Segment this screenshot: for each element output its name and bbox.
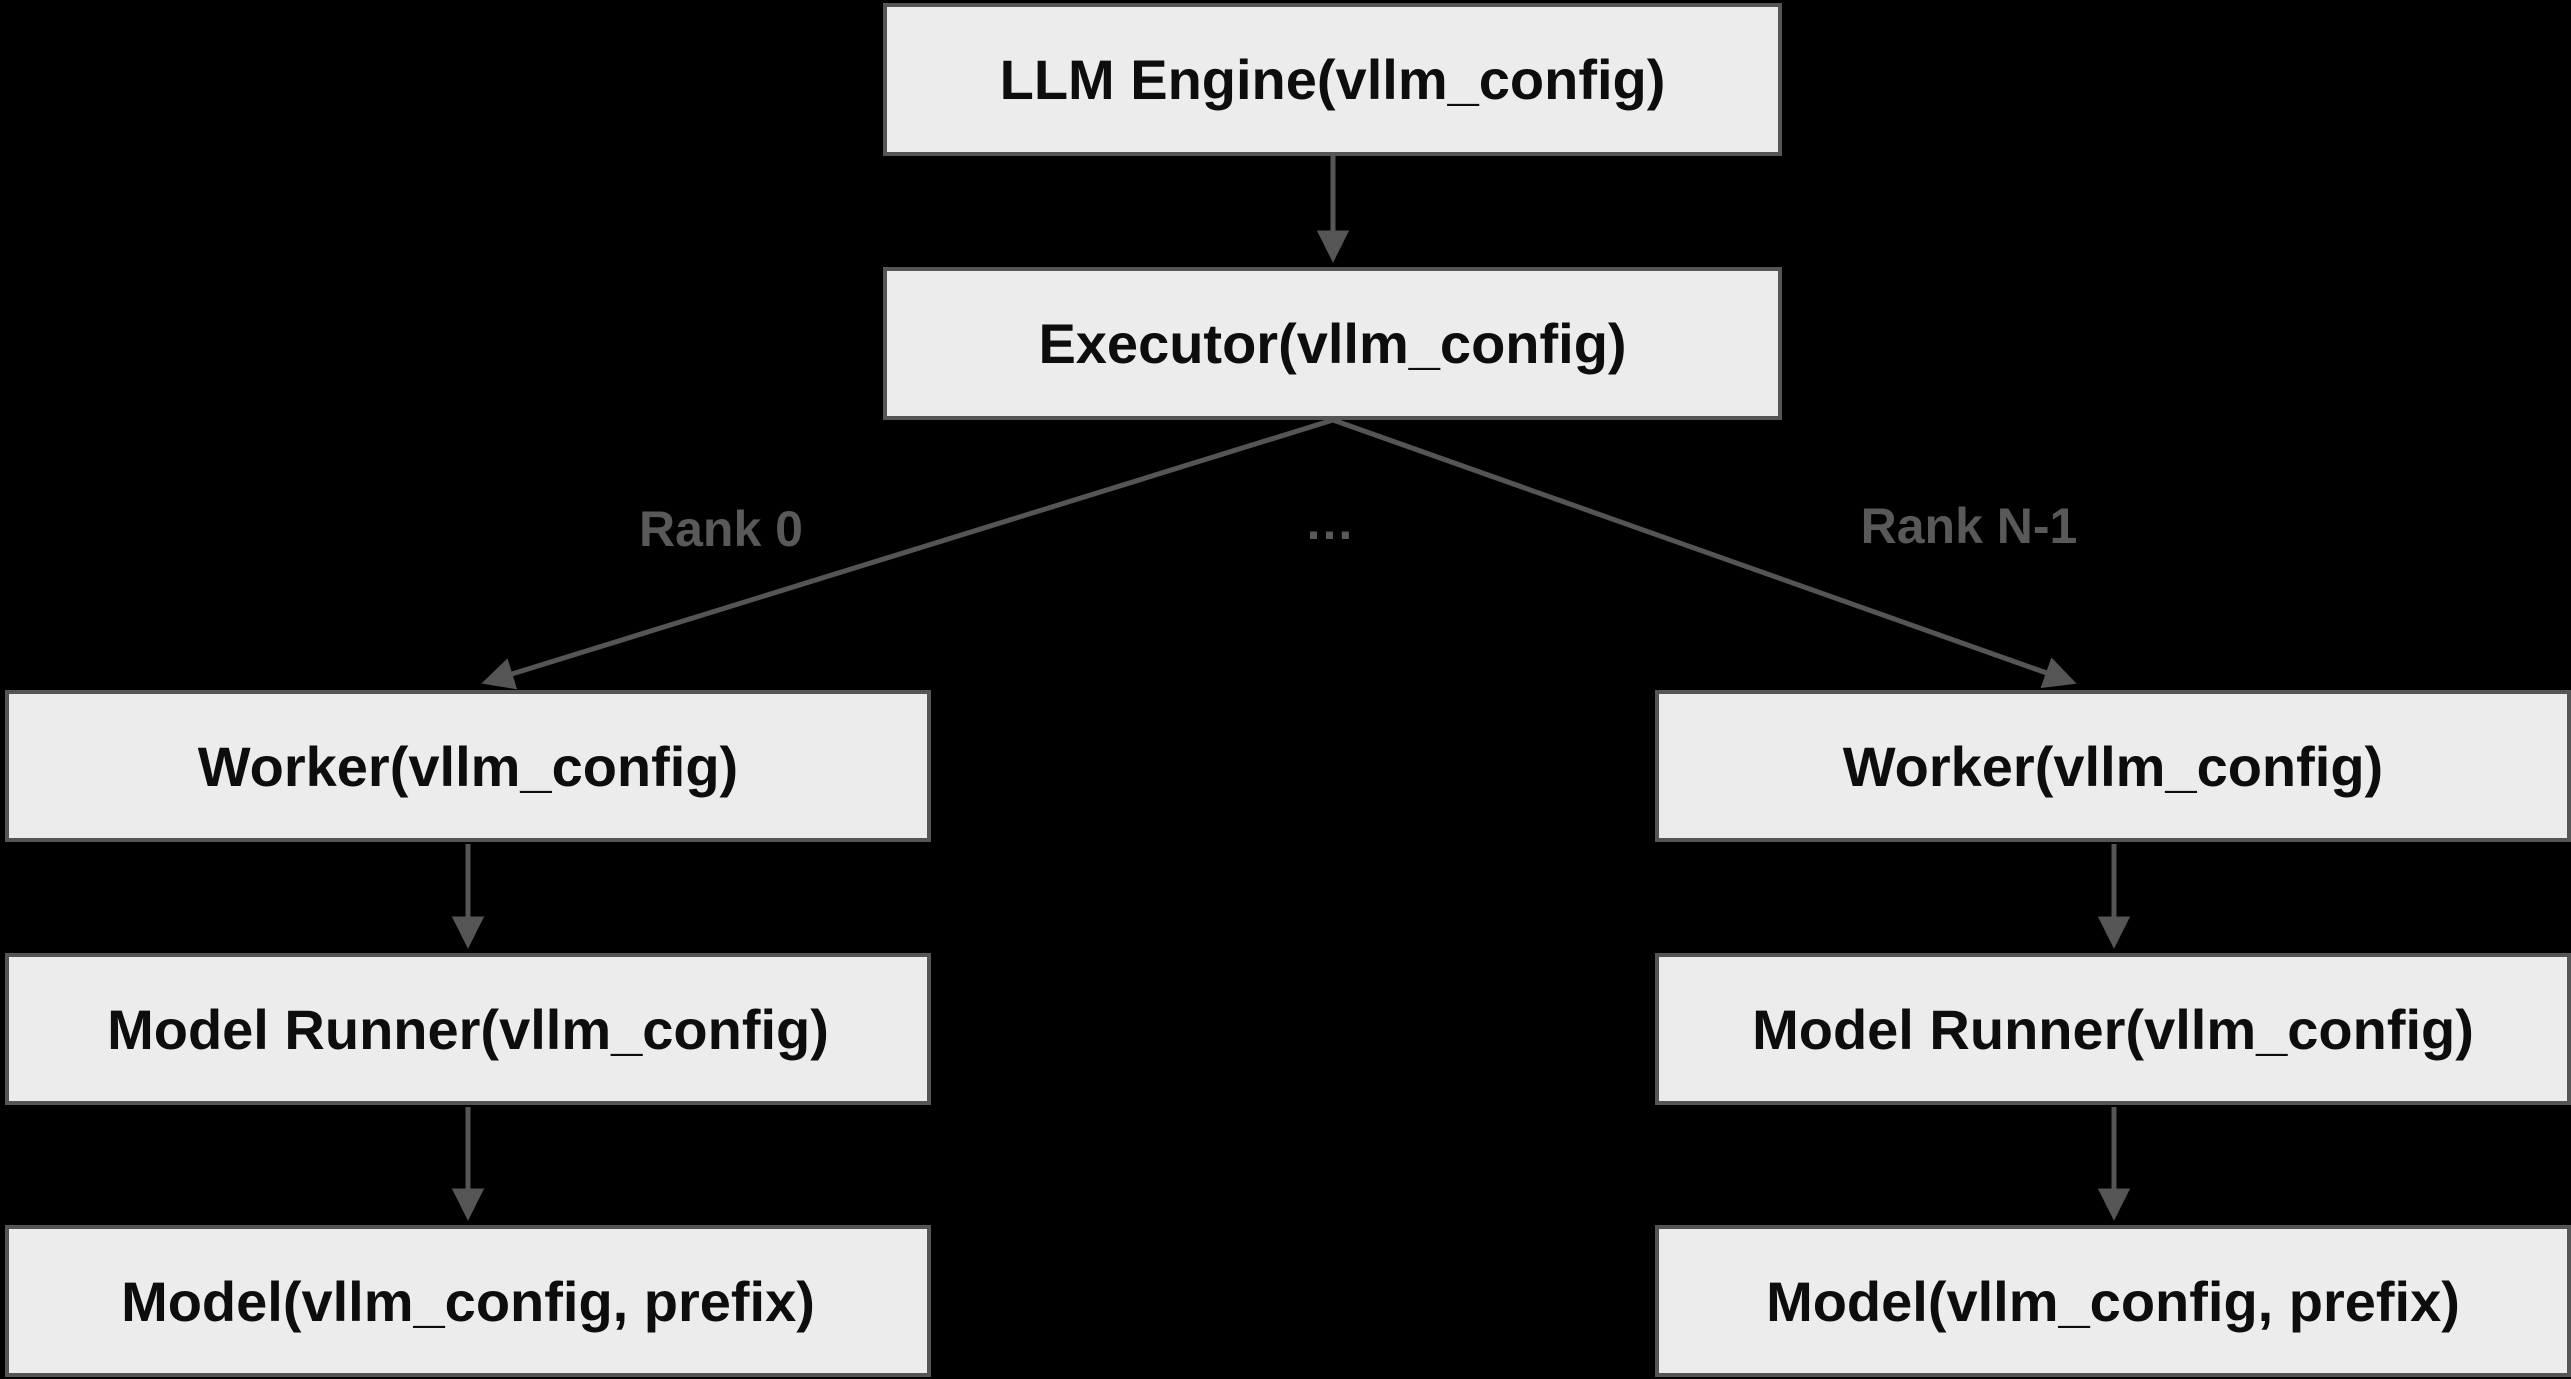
node-executor: Executor(vllm_config) — [883, 267, 1782, 420]
node-model-rank0: Model(vllm_config, prefix) — [5, 1225, 931, 1377]
node-llm-engine: LLM Engine(vllm_config) — [883, 3, 1782, 156]
node-worker-rank0: Worker(vllm_config) — [5, 690, 931, 842]
node-model-runner-rank0: Model Runner(vllm_config) — [5, 953, 931, 1105]
node-worker-rankN: Worker(vllm_config) — [1655, 690, 2571, 842]
edge-executor-to-worker-left — [481, 417, 1334, 690]
node-model-runner-rankN: Model Runner(vllm_config) — [1655, 953, 2571, 1105]
edge-executor-to-worker-right — [1332, 417, 2077, 689]
node-model-rankN: Model(vllm_config, prefix) — [1655, 1225, 2571, 1377]
edge-label-ellipsis: … — [1304, 494, 1358, 550]
edge-label-rank-0: Rank 0 — [639, 501, 803, 557]
edge-label-rank-n-1: Rank N-1 — [1860, 498, 2078, 554]
